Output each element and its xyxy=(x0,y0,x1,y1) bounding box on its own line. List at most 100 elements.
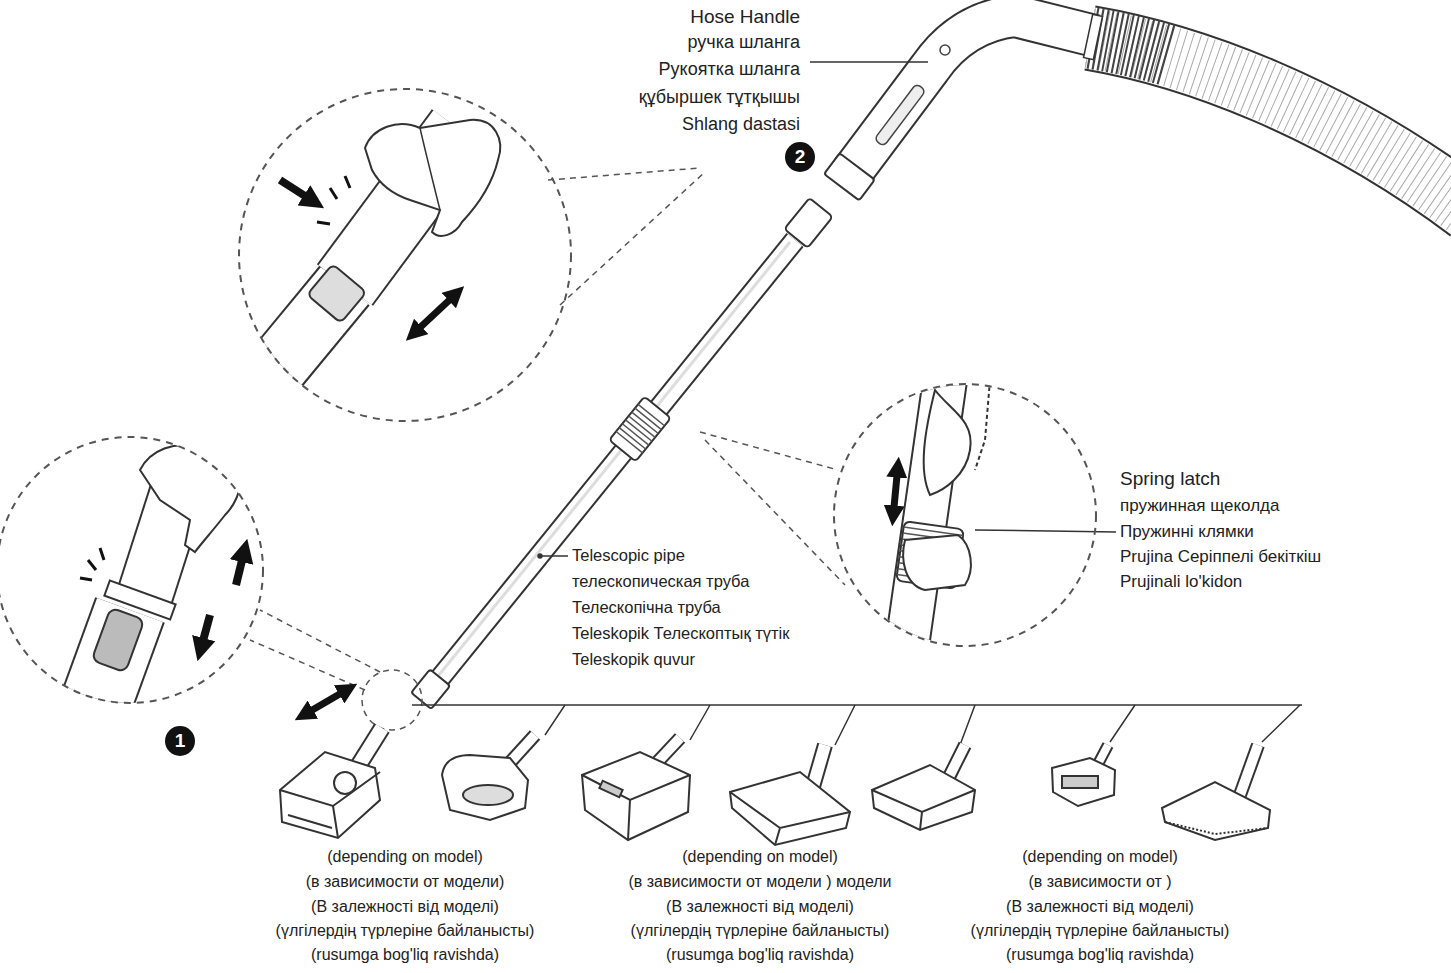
callout-number: 2 xyxy=(795,146,806,168)
turbo-nozzle xyxy=(442,735,535,820)
hose-handle xyxy=(874,83,926,146)
hose xyxy=(1090,38,1451,210)
model-note: (в зависимости от модели ) модели xyxy=(570,873,950,891)
turbo-nozzle xyxy=(463,785,513,805)
spring-latch-label: Prujina Серіппелі бекіткіш xyxy=(1120,547,1440,567)
hose-handle xyxy=(824,153,875,200)
callout-leader xyxy=(560,172,705,305)
spring-latch-label: пружинная щеколда xyxy=(1120,496,1440,516)
model-note: (rusumga bog'liq ravishda) xyxy=(910,946,1290,964)
model-note: (үлгілердің түрлеріне байланысты) xyxy=(910,922,1290,940)
telescopic-pipe xyxy=(362,670,422,730)
model-note: (В залежності від моделі) xyxy=(215,898,595,916)
move-arrow xyxy=(302,688,350,716)
model-note: (rusumga bog'liq ravishda) xyxy=(215,946,595,964)
parquet-nozzle xyxy=(730,745,850,845)
hose-handle xyxy=(1084,14,1103,59)
hard-floor-nozzle xyxy=(1240,745,1258,795)
carpet-nozzle xyxy=(599,781,622,798)
carpet-nozzle xyxy=(582,752,690,840)
model-note: (rusumga bog'liq ravishda) xyxy=(570,946,950,964)
callout-leader xyxy=(250,640,365,690)
carpet-nozzle xyxy=(582,738,690,840)
telescopic-pipe xyxy=(616,404,664,453)
callout-leader xyxy=(260,610,380,672)
parquet-nozzle xyxy=(730,792,850,845)
model-note: (в зависимости от ) xyxy=(910,873,1290,891)
detail-callout xyxy=(140,445,242,552)
callout-leader xyxy=(700,432,838,470)
hose-handle xyxy=(824,14,1102,200)
hose-handle xyxy=(852,16,1095,172)
move-arrow xyxy=(236,548,245,585)
telescopic-pipe xyxy=(432,240,795,688)
floor-nozzle xyxy=(872,790,975,830)
spring-latch-label: Prujinali lo'kidon xyxy=(1120,572,1440,592)
hose-handle-label: құбыршек тұтқышы xyxy=(540,87,800,108)
hard-floor-nozzle xyxy=(1162,745,1270,840)
spring-latch-label: Пружинні клямки xyxy=(1120,522,1440,542)
model-note: (В залежності від моделі) xyxy=(570,898,950,916)
telescopic-pipe-label: Teleskopik quvur xyxy=(572,650,872,669)
mini-turbo-nozzle xyxy=(1062,776,1098,788)
hose xyxy=(1090,38,1451,210)
click-mark xyxy=(317,176,350,224)
callout-number: 1 xyxy=(165,726,195,756)
hose-handle xyxy=(852,16,1095,172)
press-arrow xyxy=(280,180,316,203)
detail-callout xyxy=(924,390,971,495)
hose xyxy=(1090,38,1451,210)
detail-callout xyxy=(896,380,990,660)
floor-nozzle xyxy=(872,745,975,830)
hose-handle-label: Рукоятка шланга xyxy=(540,59,800,80)
telescopic-pipe xyxy=(432,240,795,688)
telescopic-pipe-label: Телескопічна труба xyxy=(572,598,872,617)
hose-handle-label: Shlang dastasi xyxy=(540,114,800,135)
hose-handle xyxy=(940,45,950,55)
detail-callout xyxy=(90,445,242,720)
detail-callout xyxy=(420,128,440,210)
turbo-nozzle xyxy=(442,755,528,820)
leader-line xyxy=(538,554,542,558)
detail-callout xyxy=(834,384,1096,646)
leader-line xyxy=(540,555,568,557)
telescopic-pipe-label: Telescopic pipe xyxy=(572,546,872,565)
floor-nozzle xyxy=(334,772,356,794)
telescopic-pipe xyxy=(784,198,832,248)
model-note: (в зависимости от модели) xyxy=(215,873,595,891)
model-note: (depending on model) xyxy=(910,848,1290,866)
leader-line xyxy=(545,705,1300,745)
detail-callout xyxy=(92,608,145,673)
model-note: (depending on model) xyxy=(570,848,950,866)
detail-callout xyxy=(250,120,500,400)
mini-turbo-nozzle xyxy=(1098,745,1108,764)
floor-nozzle xyxy=(280,772,380,838)
telescopic-pipe xyxy=(430,242,790,686)
model-note: (үлгілердің түрлеріне байланысты) xyxy=(215,922,595,940)
spring-latch-label: Spring latch xyxy=(1120,468,1440,490)
callout-badge xyxy=(785,142,815,172)
mini-turbo-nozzle xyxy=(1052,745,1115,806)
callout-number: 1 xyxy=(175,730,186,752)
detail-callout xyxy=(307,264,366,323)
detail-callout xyxy=(903,535,971,590)
mini-turbo-nozzle xyxy=(1098,745,1108,764)
model-note: (В залежності від моделі) xyxy=(910,898,1290,916)
hose-handle-label: ручка шланга xyxy=(540,32,800,53)
hard-floor-nozzle xyxy=(1162,782,1270,840)
hose-handle-label: Hose Handle xyxy=(540,6,800,28)
hose xyxy=(1092,38,1168,55)
hose xyxy=(1090,38,1451,210)
detail-callout xyxy=(239,89,571,421)
detail-callout xyxy=(365,120,500,236)
telescopic-pipe-label: Teleskopik Телескоптық түтік xyxy=(572,624,872,643)
floor-nozzle xyxy=(280,728,382,838)
telescopic-pipe xyxy=(609,397,671,462)
telescopic-pipe-label: телескопическая труба xyxy=(572,572,872,591)
leader-line xyxy=(412,704,1302,706)
callout-leader xyxy=(548,168,700,180)
callout-badge xyxy=(165,726,195,756)
floor-nozzle xyxy=(280,752,380,838)
